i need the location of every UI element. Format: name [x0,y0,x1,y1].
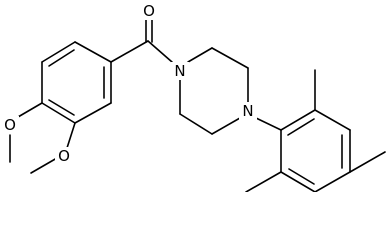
atom-piperazine-nitrogen-acyl: N [171,62,189,80]
carbonyl-to-nitrogen-bond [147,40,173,63]
chemical-structure-diagram: O N N O O [1,2,386,192]
piperazine-bond-2 [211,47,249,69]
ring1-bond-2 [41,41,76,63]
atom-label-carbonyl-oxygen: O [143,2,155,20]
ring2-inner-bond-c [288,168,315,185]
piperazine-bond-5 [179,113,213,135]
atom-methoxy-oxygen-meta: O [55,147,73,165]
ring1-inner-bond-a [48,49,75,67]
methoxy-para-c-o-bond [17,102,43,118]
ring1-bond-5 [74,102,112,124]
methyl-para-bond [349,151,386,173]
ring2-inner-bond-a [287,118,315,136]
atom-label-piperazine-nitrogen-aryl: N [242,102,253,120]
piperazine-bond-1 [187,47,213,63]
nitrogen-to-mesityl-bond [255,117,282,131]
ring2-bond-4 [314,171,351,192]
piperazine-bond-4 [211,117,241,135]
ring2-bond-5 [280,171,316,192]
ring2-bond-2 [314,109,351,131]
atom-label-methoxy-oxygen-meta: O [58,147,70,165]
atom-label-piperazine-nitrogen-acyl: N [174,62,185,80]
ring1-bond-1 [74,41,112,63]
atom-piperazine-nitrogen-aryl: N [239,102,257,120]
atom-carbonyl-oxygen: O [140,2,158,20]
ring2-bond-1 [280,109,316,131]
ring1-bond-4 [41,102,76,124]
bond-lines [9,19,386,192]
methoxy-meta-methyl-bond [30,157,58,174]
carbonyl-to-ring-bond [110,40,149,63]
atom-label-methoxy-oxygen-para: O [4,116,16,134]
methyl-ortho-bond [245,171,282,192]
methoxy-meta-c-o-bond [66,122,76,149]
atom-methoxy-oxygen-para: O [1,116,19,134]
ring1-inner-bond-b [48,99,75,116]
